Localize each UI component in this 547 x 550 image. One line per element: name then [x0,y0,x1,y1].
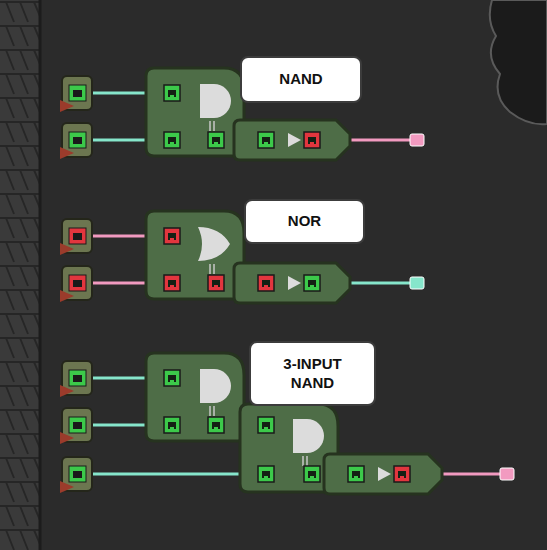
label-box: NOR [244,199,365,244]
logic-port [164,417,180,433]
gate-body [234,120,350,160]
signal-switch [60,123,92,159]
logic-port [304,466,320,482]
logic-port [164,275,180,291]
label-box: 3-INPUT NAND [249,341,376,406]
and-gate-symbol [200,84,231,118]
logic-port [304,132,320,148]
logic-port [164,85,180,101]
logic-port [304,275,320,291]
signal-switch [60,219,92,255]
wall-edge [39,0,42,550]
signal-wire [92,473,258,476]
gate-link-mark [210,264,214,274]
gate-body [324,454,442,494]
gate-link-mark [210,121,214,131]
logic-port [164,132,180,148]
gate-body [146,353,244,441]
not-gate-symbol [378,467,391,481]
logic-port [394,466,410,482]
wire-end [410,277,424,289]
rock [490,0,547,124]
and-gate-symbol [200,369,231,403]
gate-body [234,263,350,303]
logic-port [258,417,274,433]
logic-port [164,370,180,386]
logic-port [258,275,274,291]
logic-port [208,275,224,291]
logic-port [258,466,274,482]
gate-body [146,68,244,156]
label-box: NAND [240,56,362,103]
label-text: NAND [279,70,322,89]
wire-end [500,468,514,480]
signal-switch [60,457,92,493]
gate-body [146,211,244,299]
signal-switch [60,408,92,444]
logic-port [164,228,180,244]
signal-switch [60,266,92,302]
logic-port [258,132,274,148]
wall-column [0,0,40,550]
and-gate-symbol [293,419,324,453]
signal-switch [60,361,92,397]
signal-switch [60,76,92,112]
not-gate-symbol [288,133,301,147]
wire-end [410,134,424,146]
label-text: 3-INPUT NAND [271,355,355,393]
label-text: NOR [288,212,321,231]
or-gate-symbol [198,227,230,261]
logic-port [208,132,224,148]
logic-port [348,466,364,482]
not-gate-symbol [288,276,301,290]
gate-link-mark [210,406,214,416]
logic-port [208,417,224,433]
gate-link-mark [303,456,307,466]
